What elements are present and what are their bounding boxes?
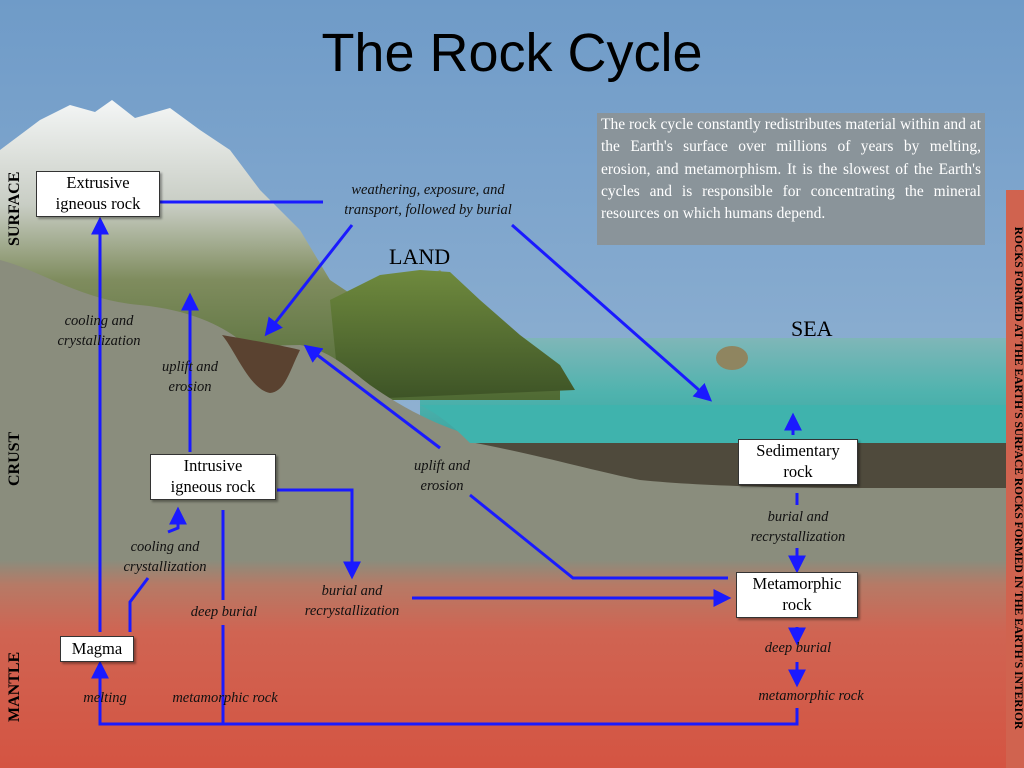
label-cooling-top-line1: cooling and bbox=[64, 313, 134, 329]
box-sedimentary-line2: rock bbox=[783, 462, 813, 481]
region-sea: SEA bbox=[791, 316, 833, 341]
label-burial-right: burial and recrystallization bbox=[736, 507, 860, 547]
info-panel: The rock cycle constantly redistributes … bbox=[597, 113, 985, 245]
arrow-magma-cooling-lower bbox=[128, 577, 150, 632]
label-uplift-left: uplift and erosion bbox=[140, 357, 240, 397]
label-uplift-mid-line2: erosion bbox=[420, 478, 464, 494]
label-melting: melting bbox=[83, 690, 127, 706]
label-uplift-left-line2: erosion bbox=[168, 379, 212, 395]
label-weathering-line1: weathering, exposure, and bbox=[351, 182, 505, 198]
page-title: The Rock Cycle bbox=[321, 23, 703, 83]
region-land: LAND bbox=[389, 244, 451, 269]
arrow-magma-cooling-upper bbox=[167, 506, 187, 534]
box-metamorphic-rock: Metamorphic rock bbox=[736, 572, 858, 618]
label-burial-mid-line2: recrystallization bbox=[304, 603, 400, 619]
label-burial-mid: burial and recrystallization bbox=[290, 581, 414, 621]
box-metamorphic-line1: Metamorphic bbox=[752, 574, 842, 593]
label-weathering: weathering, exposure, and transport, fol… bbox=[323, 180, 533, 220]
label-metamorphic-rock-right: metamorphic rock bbox=[758, 688, 864, 704]
box-extrusive-line2: igneous rock bbox=[55, 194, 141, 213]
label-metamorphic-rock-left: metamorphic rock bbox=[172, 690, 278, 706]
label-deep-burial-left: deep burial bbox=[190, 604, 258, 620]
box-magma: Magma bbox=[60, 636, 134, 662]
label-cooling-top: cooling and crystallization bbox=[44, 311, 154, 351]
label-deep-burial-right: deep burial bbox=[764, 640, 832, 656]
layer-label-crust: CRUST bbox=[6, 431, 23, 486]
box-extrusive-line1: Extrusive bbox=[66, 173, 130, 192]
cycle-arrows bbox=[91, 200, 806, 726]
box-metamorphic-line2: rock bbox=[782, 595, 812, 614]
label-cooling-bottom: cooling and crystallization bbox=[110, 537, 220, 577]
mantle-layer bbox=[0, 560, 1024, 768]
right-side-label: ROCKS FORMED AT THE EARTH'S SURFACE ROCK… bbox=[1012, 226, 1024, 730]
island-rock bbox=[716, 346, 748, 370]
label-cooling-top-line2: crystallization bbox=[57, 333, 141, 349]
sea-shallow bbox=[420, 405, 1024, 443]
box-sedimentary-rock: Sedimentary rock bbox=[738, 439, 858, 485]
arrow-intrusive-burial bbox=[277, 488, 361, 580]
right-band bbox=[1006, 190, 1024, 768]
valley-sediment bbox=[222, 335, 300, 393]
box-sedimentary-line1: Sedimentary bbox=[756, 441, 840, 460]
box-intrusive-line1: Intrusive bbox=[183, 456, 243, 475]
box-extrusive-igneous-rock: Extrusive igneous rock bbox=[36, 171, 160, 217]
arrow-bottom-loop-right bbox=[223, 708, 799, 726]
label-burial-mid-line1: burial and bbox=[321, 583, 383, 599]
box-intrusive-line2: igneous rock bbox=[170, 477, 256, 496]
label-cooling-bottom-line2: crystallization bbox=[123, 559, 207, 575]
label-uplift-mid: uplift and erosion bbox=[392, 456, 492, 496]
label-uplift-mid-line1: uplift and bbox=[414, 458, 470, 474]
label-weathering-line2: transport, followed by burial bbox=[344, 202, 512, 218]
label-uplift-left-line1: uplift and bbox=[162, 359, 218, 375]
arrow-metamorphic-uplift-upper bbox=[303, 344, 441, 450]
arrow-weathering-to-land bbox=[264, 224, 354, 337]
box-intrusive-igneous-rock: Intrusive igneous rock bbox=[150, 454, 276, 500]
label-burial-right-line1: burial and bbox=[767, 509, 829, 525]
label-burial-right-line2: recrystallization bbox=[750, 529, 846, 545]
layer-label-mantle: MANTLE bbox=[6, 651, 23, 722]
green-hill bbox=[330, 270, 575, 400]
layer-label-surface: SURFACE bbox=[6, 171, 23, 246]
arrow-bottom-loop-left bbox=[98, 686, 225, 726]
arrow-weathering-to-sea bbox=[511, 223, 713, 402]
arrow-metamorphic-uplift-lower bbox=[469, 493, 728, 580]
label-cooling-bottom-line1: cooling and bbox=[130, 539, 200, 555]
